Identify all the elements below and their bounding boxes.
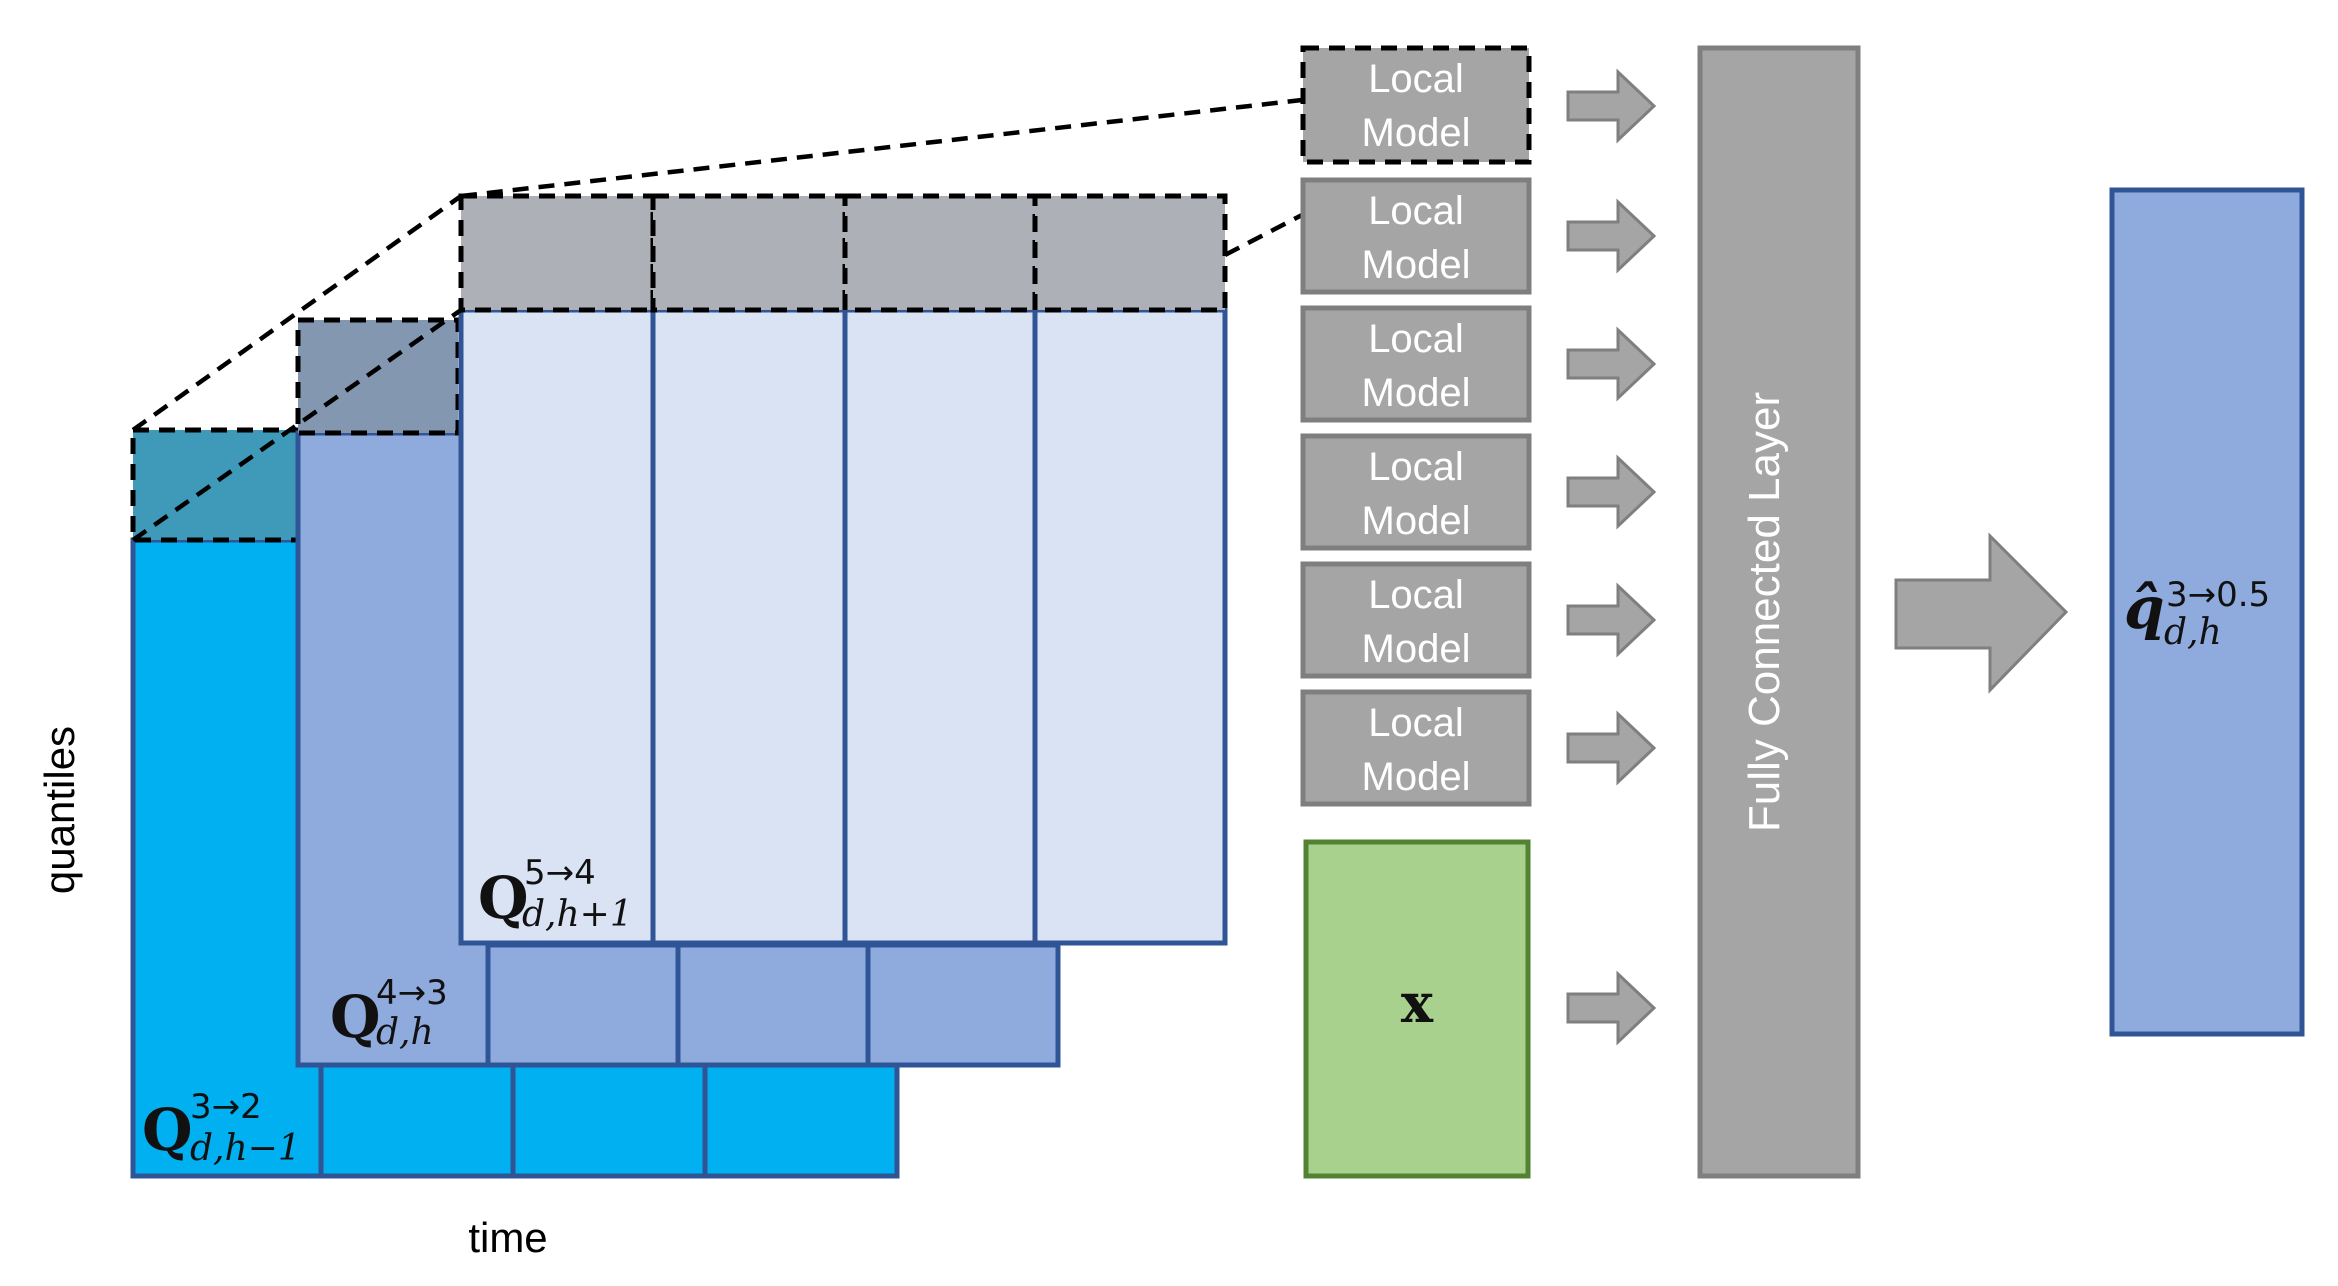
layer-1-time-cell — [702, 1057, 900, 1179]
arrow-right-icon — [1566, 198, 1657, 274]
layer-q-5-4: Q 5→4 d,h+1 — [458, 193, 1228, 946]
layer-1-time-cell — [510, 1057, 708, 1179]
output-label: q̂ 3→0.5 d,h — [2124, 574, 2274, 653]
time-axis-label: time — [468, 1214, 547, 1261]
input-x-box: x — [1303, 839, 1531, 1179]
layer-3-cell — [650, 307, 848, 946]
svg-text:Local: Local — [1368, 57, 1464, 101]
arrow-right-icon — [1566, 582, 1657, 658]
layer-1-time-cell — [318, 1057, 516, 1179]
svg-text:Model: Model — [1362, 755, 1471, 799]
local-model-stack: Local Model Local Model Local Model Loca… — [1300, 45, 1532, 807]
svg-text:Local: Local — [1368, 573, 1464, 617]
arrow-right-icon — [1566, 710, 1657, 786]
layer-3-top-cell — [458, 193, 656, 313]
svg-text:Model: Model — [1362, 499, 1471, 543]
layer-1-top-cell — [130, 427, 324, 543]
local-model-box: Local Model — [1300, 305, 1532, 423]
projection-line — [131, 194, 463, 432]
layer-3-top-cell — [650, 193, 848, 313]
svg-text:Local: Local — [1368, 445, 1464, 489]
svg-text:Local: Local — [1368, 189, 1464, 233]
projection-line — [460, 97, 1303, 199]
local-model-box: Local Model — [1300, 433, 1532, 551]
svg-text:Model: Model — [1362, 627, 1471, 671]
layer-3-cell — [842, 307, 1038, 946]
svg-text:Model: Model — [1362, 111, 1471, 155]
svg-text:Local: Local — [1368, 317, 1464, 361]
layer-2-label: Q 4→3 d,h — [330, 973, 452, 1053]
projection-line — [131, 308, 463, 542]
arrow-right-icon — [1566, 454, 1657, 530]
local-model-box: Local Model — [1300, 689, 1532, 807]
arrow-right-icon — [1566, 326, 1657, 402]
layer-3-top-cell — [842, 193, 1038, 313]
layer-2-time-cell — [865, 942, 1061, 1068]
layer-1-main-cell — [130, 537, 324, 1179]
layer-2-main-cell — [295, 430, 491, 1068]
arrow-right-icon — [1566, 68, 1657, 144]
arrow-right-icon — [1566, 970, 1657, 1046]
small-arrows — [1566, 68, 1657, 1046]
output-box: q̂ 3→0.5 d,h — [2109, 187, 2305, 1037]
fully-connected-layer: Fully Connected Layer — [1697, 45, 1861, 1179]
layer-3-label: Q 5→4 d,h+1 — [478, 853, 633, 935]
local-model-box: Local Model — [1300, 561, 1532, 679]
quantiles-axis-label: quantiles — [36, 726, 83, 894]
layer-q-4-3: Q 4→3 d,h — [295, 317, 1061, 1068]
layer-2-time-cell — [485, 942, 681, 1068]
svg-text:Model: Model — [1362, 371, 1471, 415]
input-x-label: x — [1401, 971, 1434, 1035]
local-model-box: Local Model — [1300, 177, 1532, 295]
projection-line — [1223, 213, 1304, 257]
projection-lines — [131, 97, 1304, 542]
local-model-box: Local Model — [1300, 45, 1532, 165]
layer-1-label: Q 3→2 d,h−1 — [142, 1087, 301, 1169]
layer-2-top-cell — [295, 317, 461, 436]
svg-text:Model: Model — [1362, 243, 1471, 287]
big-arrow-right-icon — [1894, 532, 2069, 694]
svg-text:Local: Local — [1368, 701, 1464, 745]
layer-3-cell — [458, 307, 656, 946]
fully-connected-label: Fully Connected Layer — [1740, 392, 1789, 832]
layer-3-top-cell — [1032, 193, 1228, 313]
layer-3-cell — [1032, 307, 1228, 946]
layer-2-time-cell — [675, 942, 871, 1068]
